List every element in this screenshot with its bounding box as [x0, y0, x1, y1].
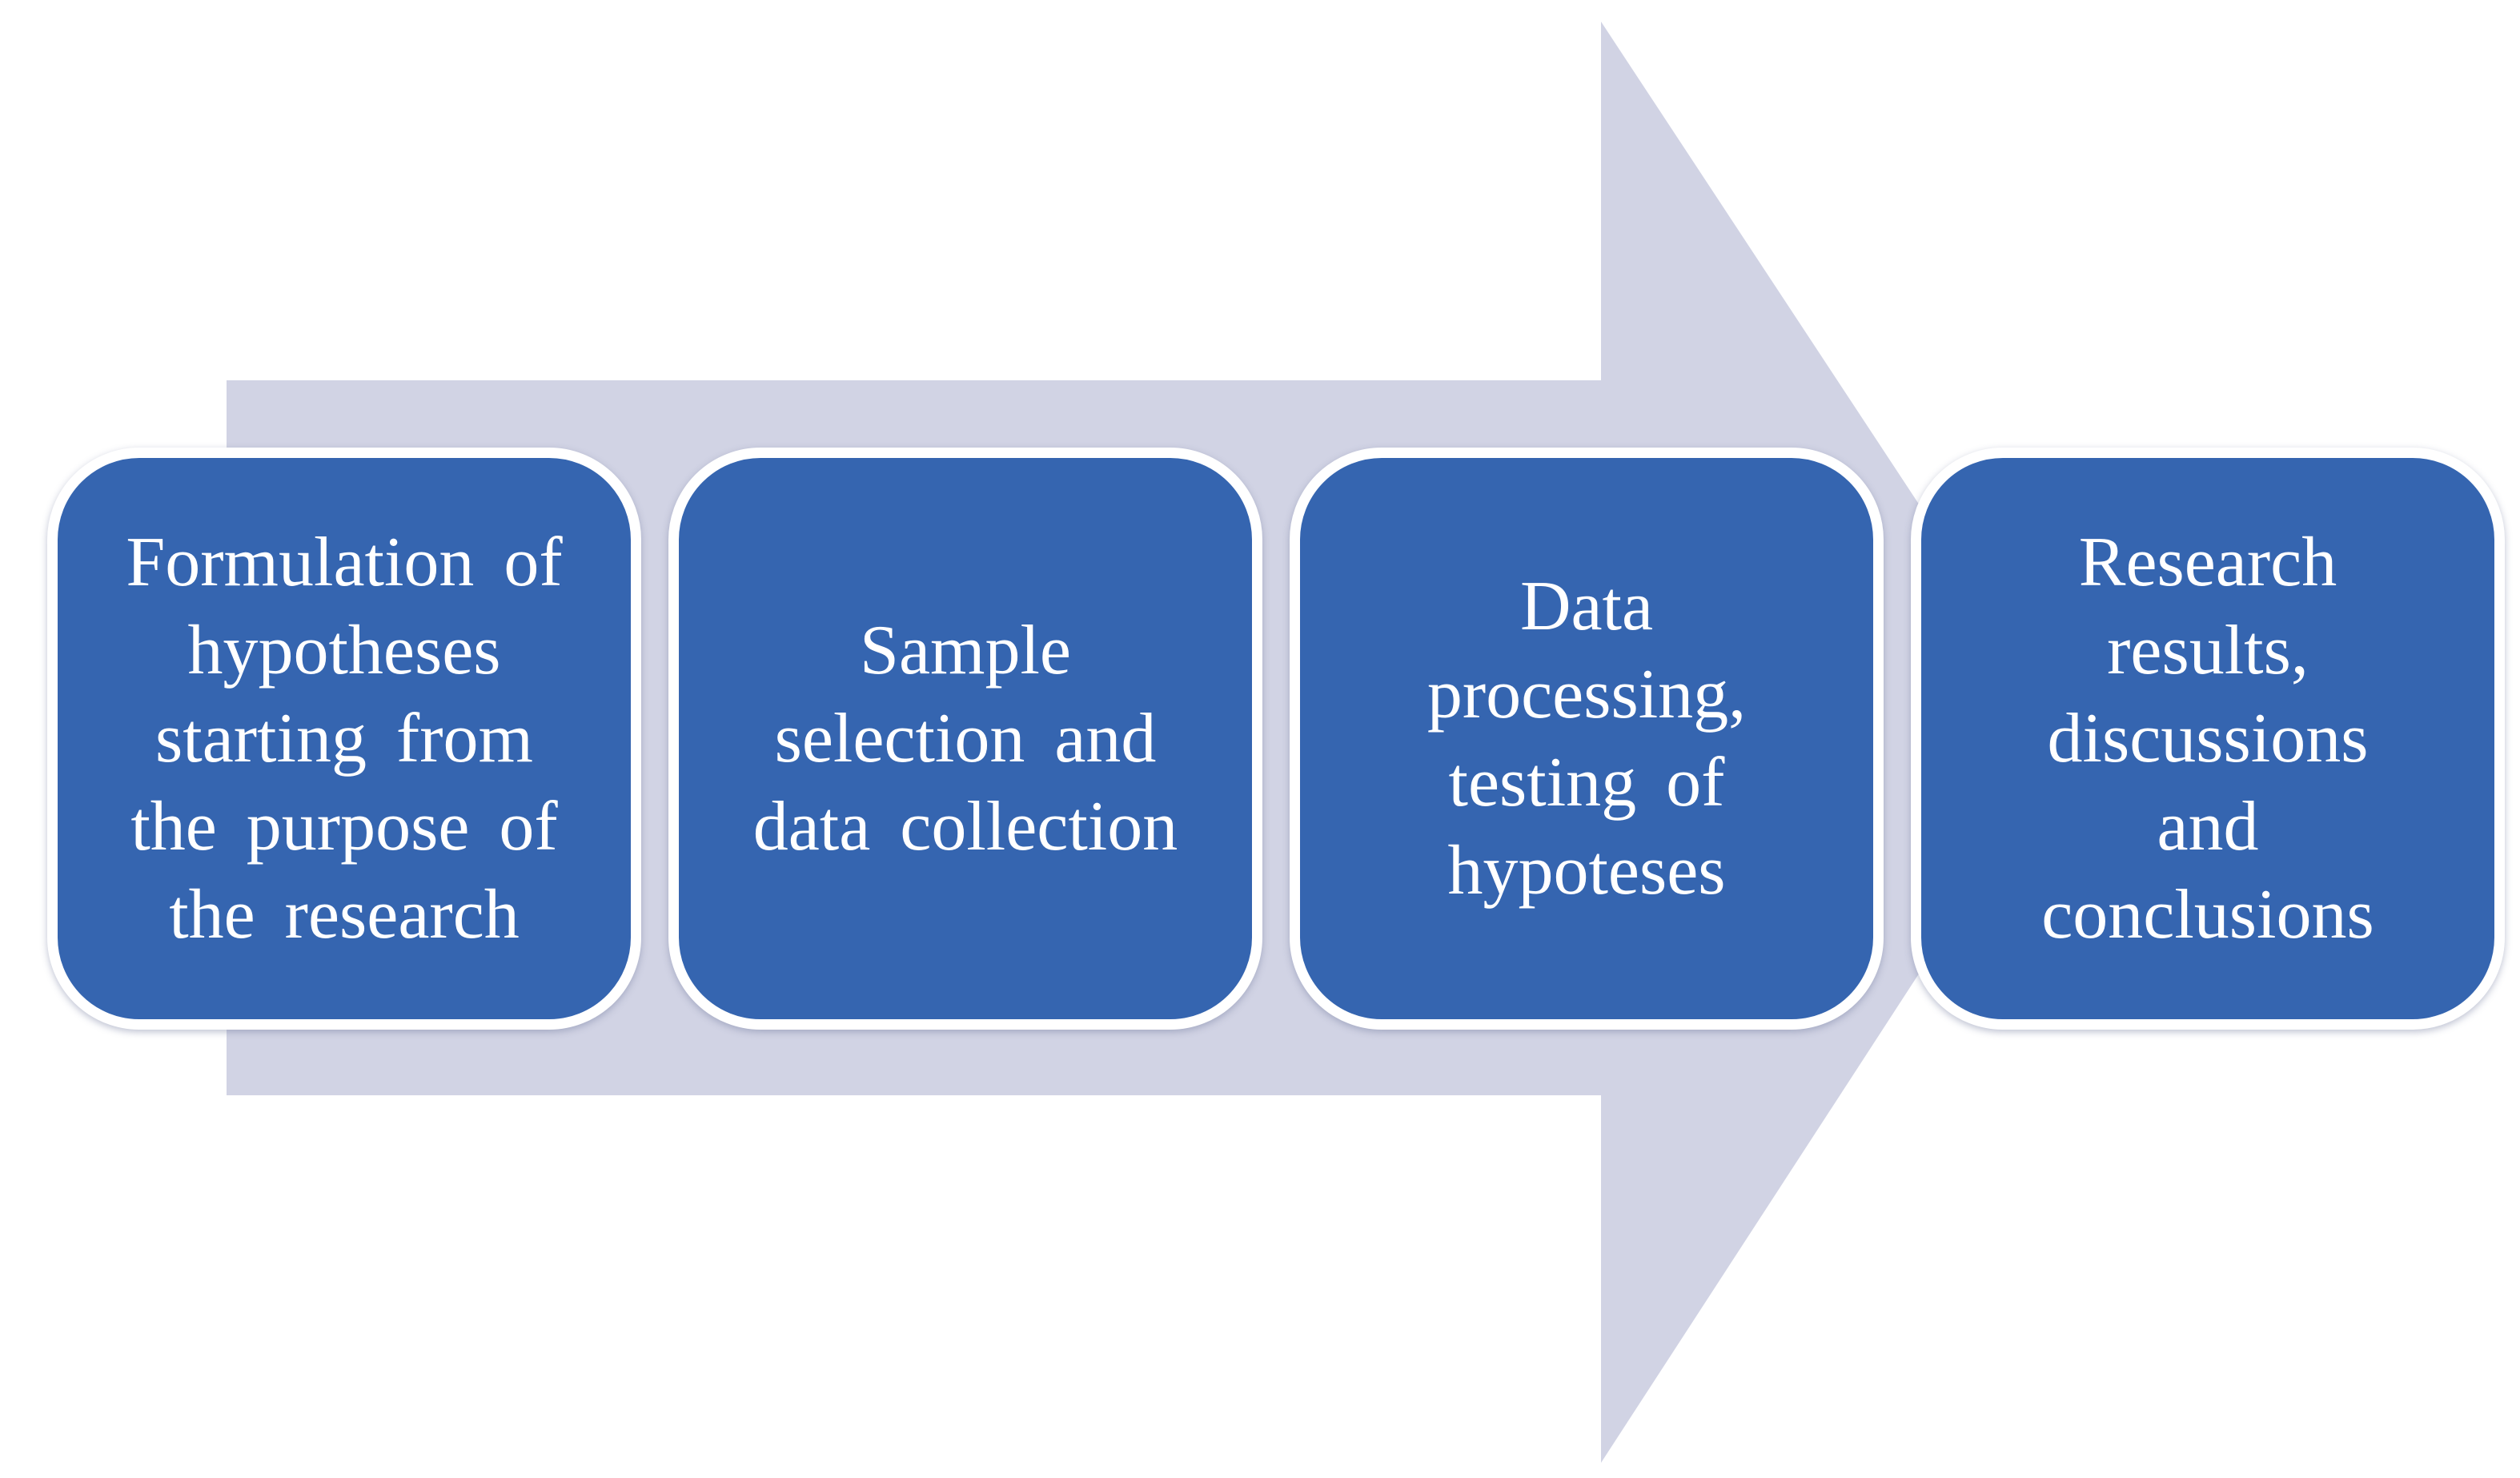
process-step-4-label: Research results, discussions and conclu…: [2041, 523, 2374, 954]
process-step-3-label: Data processing, testing of hypoteses: [1427, 567, 1747, 910]
process-step-1: Formulation of hypotheses starting from …: [47, 448, 641, 1030]
process-step-4: Research results, discussions and conclu…: [1911, 448, 2505, 1030]
process-step-2-label: Sample selection and data collection: [752, 611, 1178, 866]
process-step-1-label: Formulation of hypotheses starting from …: [126, 523, 563, 954]
process-step-3: Data processing, testing of hypoteses: [1290, 448, 1884, 1030]
process-step-2: Sample selection and data collection: [668, 448, 1262, 1030]
